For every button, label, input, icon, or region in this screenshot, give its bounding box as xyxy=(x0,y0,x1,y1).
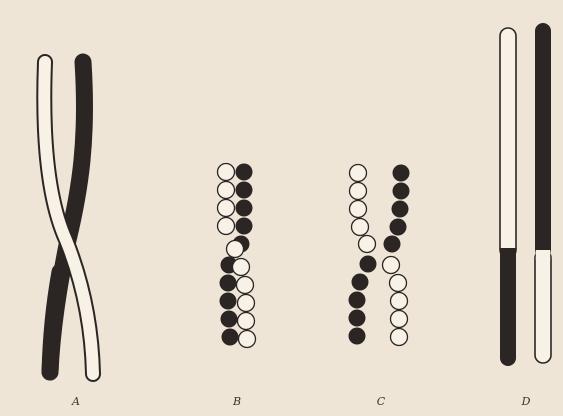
bead-light xyxy=(391,311,408,328)
rod-dark-segment xyxy=(535,23,551,258)
bead-dark xyxy=(220,275,237,292)
bead-light xyxy=(350,201,367,218)
bead-dark xyxy=(349,310,366,327)
bead-light xyxy=(218,182,235,199)
bead-light xyxy=(383,257,400,274)
label-c: C xyxy=(371,396,391,408)
bead-dark xyxy=(221,311,238,328)
bead-light xyxy=(238,295,255,312)
bead-dark xyxy=(236,182,253,199)
panel-c-bead-chains xyxy=(349,165,410,346)
rod-dark-segment xyxy=(500,248,516,366)
rod-dark-segment-top xyxy=(500,248,516,260)
rod-light-segment xyxy=(535,250,551,363)
bead-dark xyxy=(384,236,401,253)
bead-light xyxy=(218,164,235,181)
bead-light xyxy=(237,277,254,294)
panel-a-crossing-strands xyxy=(44,62,93,374)
rod-light-segment xyxy=(500,28,516,258)
bead-light xyxy=(350,165,367,182)
panel-a-dark-strand-lower xyxy=(50,272,60,372)
bead-dark xyxy=(236,200,253,217)
bead-dark xyxy=(236,164,253,181)
rod-light-segment-top xyxy=(536,250,550,260)
panel-d-left-rod xyxy=(500,28,516,366)
bead-light xyxy=(350,183,367,200)
bead-dark xyxy=(222,329,239,346)
bead-light xyxy=(227,241,244,258)
bead-light xyxy=(238,313,255,330)
bead-light xyxy=(390,275,407,292)
bead-light xyxy=(391,329,408,346)
bead-dark xyxy=(360,256,377,273)
label-b: B xyxy=(227,396,247,408)
panel-b-bead-chains xyxy=(218,164,256,348)
bead-light xyxy=(218,200,235,217)
panel-c-right-chain xyxy=(383,165,410,346)
bead-dark xyxy=(393,165,410,182)
label-a: A xyxy=(66,396,86,408)
bead-dark xyxy=(349,328,366,345)
bead-light xyxy=(239,331,256,348)
bead-dark xyxy=(352,274,369,291)
bead-dark xyxy=(236,218,253,235)
bead-dark xyxy=(390,219,407,236)
label-d: D xyxy=(516,396,536,408)
panel-d-right-rod xyxy=(535,23,551,363)
panel-d-rods xyxy=(500,23,551,366)
bead-light xyxy=(359,236,376,253)
bead-light xyxy=(233,259,250,276)
bead-dark xyxy=(392,201,409,218)
bead-dark xyxy=(349,292,366,309)
bead-dark xyxy=(220,293,237,310)
bead-light xyxy=(391,293,408,310)
panel-c-left-chain xyxy=(349,165,377,345)
bead-dark xyxy=(393,183,410,200)
bead-light xyxy=(352,219,369,236)
bead-light xyxy=(218,218,235,235)
